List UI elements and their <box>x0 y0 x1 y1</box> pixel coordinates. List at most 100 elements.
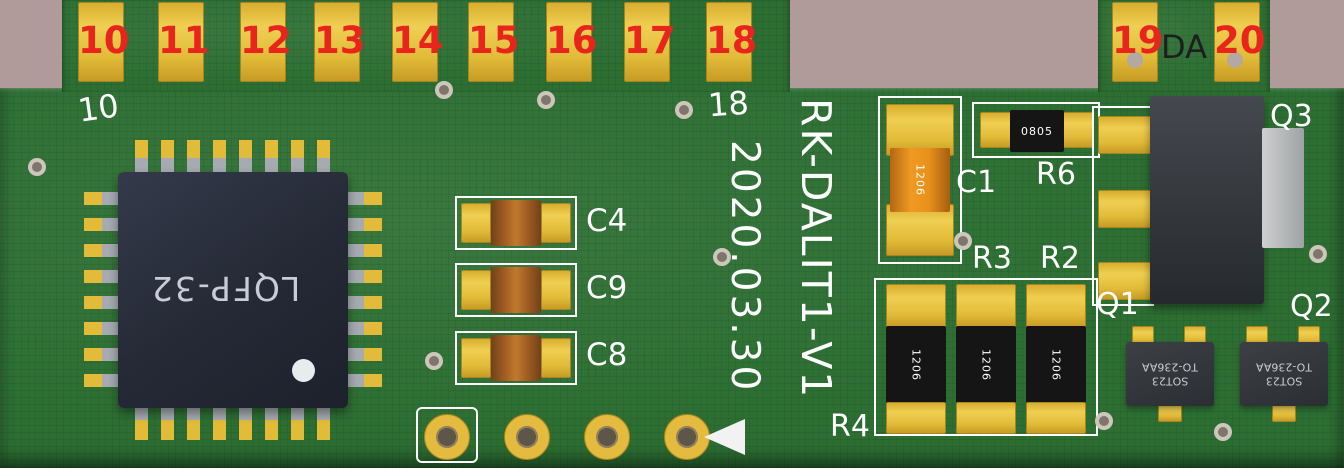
connector-pad <box>1112 2 1158 82</box>
resistor-marking: 1206 <box>979 349 993 381</box>
label-c4: C4 <box>586 203 628 239</box>
q1-marking: SOT23 TO-236AA <box>1142 360 1198 388</box>
silkscreen-arrow <box>704 419 745 455</box>
resistor-body: 1206 <box>956 326 1016 404</box>
via <box>954 232 972 250</box>
q2-marking: SOT23 TO-236AA <box>1256 360 1312 388</box>
resistor-body: 1206 <box>886 326 946 404</box>
capacitor-c9 <box>455 263 577 317</box>
smd-pad <box>886 284 946 328</box>
label-r4: R4 <box>830 409 870 444</box>
resistor-body: 0805 <box>1010 110 1064 152</box>
pin-number: 16 <box>546 19 598 62</box>
q1-marking-line1: SOT23 <box>1151 374 1189 388</box>
q3-metal-tab <box>1262 128 1304 248</box>
smd-pad <box>1098 116 1152 154</box>
pin-number: 13 <box>314 19 366 62</box>
q2-marking-line1: SOT23 <box>1265 374 1303 388</box>
c1-marking: 1206 <box>913 164 927 196</box>
smd-pad <box>461 270 491 310</box>
mcu-marking: LQFP-32 <box>149 269 301 308</box>
through-hole <box>664 414 710 460</box>
transistor-q2: SOT23 TO-236AA <box>1240 342 1328 406</box>
via <box>1095 412 1113 430</box>
connector-pad <box>392 2 438 82</box>
resistor-bank-silk <box>874 278 1098 436</box>
label-q2: Q2 <box>1290 289 1333 324</box>
resistor-body: 1206 <box>1026 326 1086 404</box>
connector-pad <box>546 2 592 82</box>
label-r6: R6 <box>1036 157 1076 192</box>
smd-pad <box>1026 402 1086 434</box>
label-c9: C9 <box>586 270 628 306</box>
q3-silk <box>1092 106 1154 306</box>
capacitor-body: 1206 <box>890 148 950 212</box>
pad-drill-dot <box>1127 52 1143 68</box>
connector-pad <box>240 2 286 82</box>
pin-number: 19 <box>1112 19 1164 62</box>
chip-leads-left <box>102 192 120 387</box>
via <box>675 101 693 119</box>
smd-pad <box>1098 190 1152 228</box>
pad-drill-dot <box>1227 52 1243 68</box>
connector-pad <box>78 2 124 82</box>
pin-number: 20 <box>1214 19 1266 62</box>
connector-pad <box>314 2 360 82</box>
smd-pad <box>541 203 571 243</box>
through-hole <box>584 414 630 460</box>
capacitor-c1: 1206 <box>878 96 962 264</box>
connector-pad <box>468 2 514 82</box>
q2-marking-line2: TO-236AA <box>1255 361 1312 374</box>
smd-pad <box>1098 262 1152 300</box>
capacitor-body <box>491 267 541 313</box>
smd-pad <box>1062 112 1094 148</box>
via <box>1309 245 1327 263</box>
smd-pad <box>461 203 491 243</box>
pin-number: 17 <box>624 19 676 62</box>
capacitor-c8 <box>455 331 577 385</box>
pin-number: 11 <box>158 19 210 62</box>
capacitor-body <box>491 200 541 246</box>
da-label: DA <box>1161 28 1207 66</box>
resistor-marking: 1206 <box>1049 349 1063 381</box>
label-r3: R3 <box>972 241 1012 276</box>
through-hole <box>424 414 470 460</box>
board-name: RK-DALIT1-V1 <box>792 98 840 400</box>
transistor-q3 <box>1150 96 1264 304</box>
smd-pad <box>461 338 491 378</box>
smd-pad <box>541 338 571 378</box>
connector-pad <box>158 2 204 82</box>
connector-pad <box>1214 2 1260 82</box>
connector-pad <box>624 2 670 82</box>
pin-number: 12 <box>240 19 292 62</box>
smd-pad <box>886 104 954 156</box>
via <box>713 248 731 266</box>
smd-pad <box>980 112 1012 148</box>
pin1-dot <box>292 359 315 382</box>
label-c8: C8 <box>586 337 628 373</box>
capacitor-body <box>491 335 541 381</box>
capacitor-c4 <box>455 196 577 250</box>
connector-pad <box>706 2 752 82</box>
r6-marking: 0805 <box>1021 124 1053 138</box>
smd-pad <box>886 204 954 256</box>
transistor-q1: SOT23 TO-236AA <box>1126 342 1214 406</box>
pin-number: 15 <box>468 19 520 62</box>
pin-number: 10 <box>78 19 130 62</box>
label-q3: Q3 <box>1270 99 1313 134</box>
resistor-marking: 1206 <box>909 349 923 381</box>
pin-number: 18 <box>706 19 758 62</box>
board-date: 2020.03.30 <box>722 140 767 394</box>
via <box>1214 423 1232 441</box>
label-q1: Q1 <box>1096 287 1139 322</box>
through-hole <box>504 414 550 460</box>
smd-pad <box>1026 284 1086 328</box>
chip-leads-bottom <box>135 404 330 420</box>
via <box>435 81 453 99</box>
smd-pad <box>886 402 946 434</box>
smd-pad <box>956 284 1016 328</box>
smd-pad <box>956 402 1016 434</box>
silkscreen-pin18: 18 <box>706 83 750 125</box>
q1-marking-line2: TO-236AA <box>1141 361 1198 374</box>
